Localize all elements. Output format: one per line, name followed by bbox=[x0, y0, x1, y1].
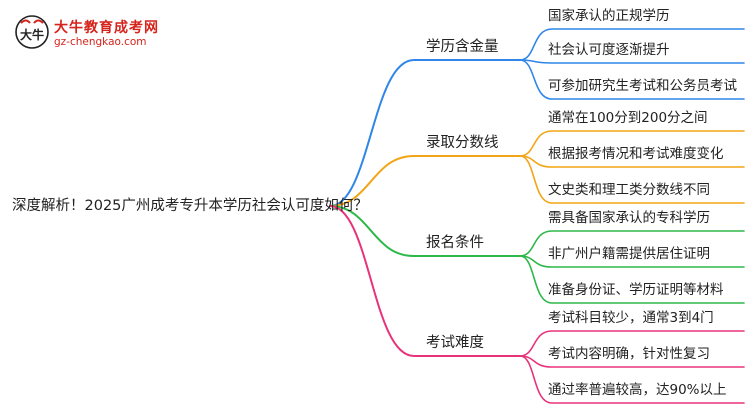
leaf-label: 根据报考情况和考试难度变化 bbox=[548, 146, 724, 162]
branch-label: 考试难度 bbox=[426, 335, 484, 351]
branch-connector bbox=[329, 59, 521, 207]
branch-connector bbox=[329, 205, 521, 257]
leaf-connector bbox=[519, 130, 745, 157]
leaf-label: 考试内容明确，针对性复习 bbox=[548, 346, 710, 362]
leaf-label: 通过率普遍较高，达90%以上 bbox=[548, 382, 727, 398]
leaf-connector bbox=[519, 28, 745, 61]
leaf-label: 可参加研究生考试和公务员考试 bbox=[548, 78, 737, 94]
leaf-connector bbox=[519, 355, 745, 404]
leaf-label: 国家承认的正规学历 bbox=[548, 8, 670, 24]
leaf-connector bbox=[519, 330, 745, 357]
leaf-label: 需具备国家承认的专科学历 bbox=[548, 210, 710, 226]
logo-subtitle: gz-chengkao.com bbox=[54, 36, 147, 48]
branch-label: 报名条件 bbox=[426, 235, 484, 251]
leaf-connector bbox=[519, 155, 745, 204]
svg-text:大牛: 大牛 bbox=[20, 27, 44, 42]
leaf-label: 社会认可度逐渐提升 bbox=[548, 42, 670, 58]
root-node-label: 深度解析！2025广州成考专升本学历社会认可度如何？ bbox=[12, 198, 368, 214]
leaf-connector bbox=[519, 155, 745, 168]
leaf-connector bbox=[519, 230, 745, 257]
leaf-label: 考试科目较少，通常3到4门 bbox=[548, 310, 714, 326]
leaf-connector bbox=[519, 59, 745, 100]
leaf-label: 通常在100分到200分之间 bbox=[548, 110, 708, 126]
branch-connector bbox=[329, 155, 521, 207]
branch-label: 学历含金量 bbox=[426, 39, 499, 55]
branch-label: 录取分数线 bbox=[426, 135, 499, 151]
leaf-connector bbox=[519, 255, 745, 304]
bull-logo-icon: 大牛 bbox=[15, 15, 49, 49]
leaf-connector bbox=[519, 355, 745, 368]
brand-logo: 大牛 大牛教育成考网 gz-chengkao.com bbox=[14, 14, 164, 54]
leaf-connector bbox=[519, 255, 745, 268]
leaf-label: 文史类和理工类分数线不同 bbox=[548, 182, 710, 198]
logo-title: 大牛教育成考网 bbox=[54, 20, 159, 36]
branch-connector bbox=[329, 205, 521, 357]
leaf-connector bbox=[519, 59, 745, 64]
leaf-label: 非广州户籍需提供居住证明 bbox=[548, 246, 710, 262]
leaf-label: 准备身份证、学历证明等材料 bbox=[548, 282, 724, 298]
